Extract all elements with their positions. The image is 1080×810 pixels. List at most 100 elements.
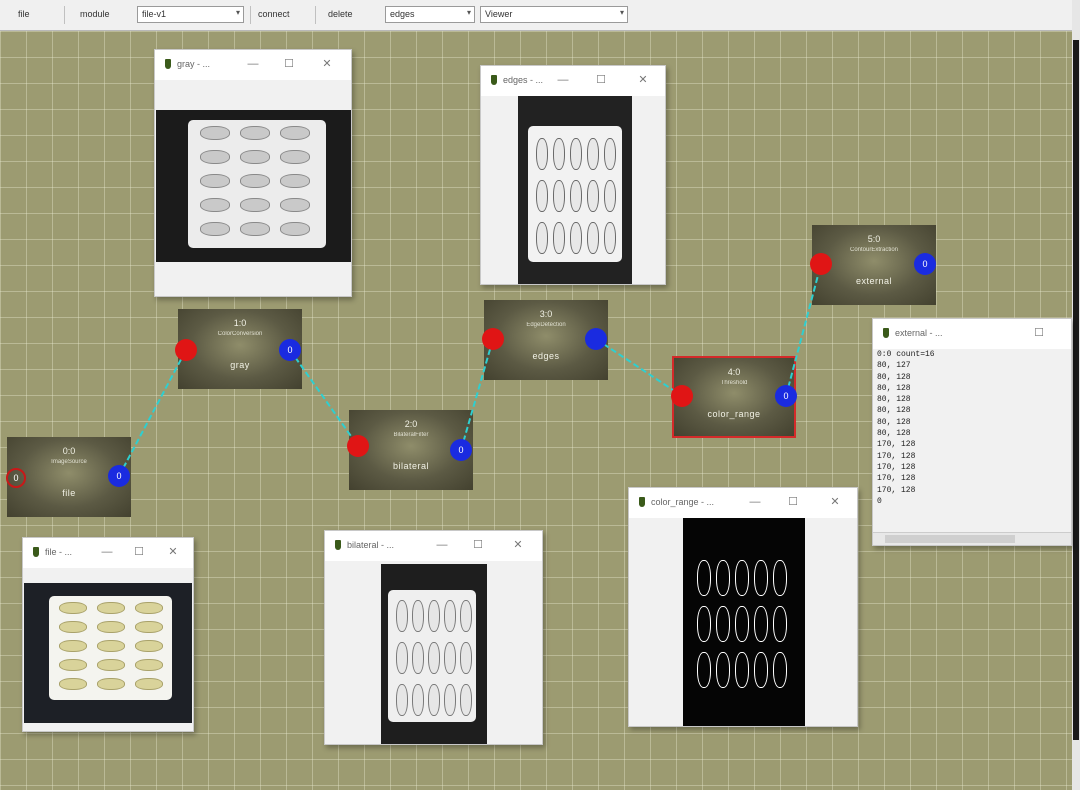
pill [396,600,408,632]
pill [135,602,163,614]
connect-button[interactable]: connect [258,9,290,19]
input-port[interactable] [482,328,504,350]
pill [200,126,230,140]
minimize-icon[interactable]: — [749,496,761,508]
window-titlebar[interactable]: color_range - ... — ☐ ✕ [629,488,857,518]
pill [553,222,565,254]
chevron-down-icon: ▾ [235,8,240,17]
node-name: edges [532,351,560,361]
delete-button[interactable]: delete [328,9,353,19]
image-window-color-range[interactable]: color_range - ... — ☐ ✕ [628,487,858,727]
pill [240,222,270,236]
console-line: 170, 128 [877,440,916,450]
image-window-file[interactable]: file - ... — ☐ ✕ [22,537,194,732]
pill [716,652,730,688]
output-port[interactable]: 0 [108,465,130,487]
pill [412,684,424,716]
window-titlebar[interactable]: external - ... ☐ [873,319,1071,349]
pill [97,640,125,652]
horizontal-scrollbar[interactable] [873,532,1071,545]
image-window-bilateral[interactable]: bilateral - ... — ☐ ✕ [324,530,543,745]
window-app-icon [883,328,889,338]
blister-pack [188,120,326,248]
window-title: edges - ... [503,75,544,85]
node-name: bilateral [392,461,430,471]
pill [200,150,230,164]
viewer-select-value: Viewer [485,9,513,19]
node-id: 0:0 [62,446,76,456]
maximize-icon[interactable]: ☐ [284,58,294,70]
input-port[interactable]: 0 [6,468,26,488]
pill [773,652,787,688]
maximize-icon[interactable]: ☐ [134,546,144,558]
output-port[interactable]: 0 [450,439,472,461]
minimize-icon[interactable]: — [247,58,259,70]
module-select[interactable]: file-v1 ▾ [137,6,244,23]
close-icon[interactable]: ✕ [513,539,523,551]
file-preview-image [24,583,192,723]
close-icon[interactable]: ✕ [638,74,648,86]
close-icon[interactable]: ✕ [322,58,332,70]
input-port[interactable] [810,253,832,275]
scrollbar-thumb[interactable] [885,535,1015,543]
pill [536,222,548,254]
node-type: ContourExtraction [849,247,899,253]
close-icon[interactable]: ✕ [830,496,840,508]
pill [697,652,711,688]
toolbar-separator [250,6,251,24]
window-titlebar[interactable]: bilateral - ... — ☐ ✕ [325,531,542,561]
output-port[interactable]: 0 [279,339,301,361]
window-app-icon [491,75,497,85]
module-menu[interactable]: module [80,9,110,19]
console-line: 80, 128 [877,395,911,405]
pill [716,560,730,596]
pill [444,642,456,674]
pill [587,222,599,254]
image-window-gray[interactable]: gray - ... — ☐ ✕ [154,49,352,297]
node-select[interactable]: edges ▾ [385,6,475,23]
maximize-icon[interactable]: ☐ [473,539,483,551]
node-type: ImageSource [51,459,87,465]
file-menu[interactable]: file [18,9,30,19]
pill [396,684,408,716]
pill [735,606,749,642]
pill [604,222,616,254]
maximize-icon[interactable]: ☐ [788,496,798,508]
input-port[interactable] [175,339,197,361]
pill [773,560,787,596]
console-line: 80, 128 [877,372,911,382]
scrollbar-thumb[interactable] [1073,40,1079,740]
pill [697,606,711,642]
window-title: bilateral - ... [347,540,395,550]
image-window-edges[interactable]: edges - ... — ☐ ✕ [480,65,666,285]
vertical-scrollbar[interactable] [1072,0,1080,790]
output-port[interactable] [585,328,607,350]
window-titlebar[interactable]: edges - ... — ☐ ✕ [481,66,665,96]
input-port[interactable] [671,385,693,407]
pill [428,600,440,632]
viewer-select[interactable]: Viewer ▾ [480,6,628,23]
window-titlebar[interactable]: file - ... — ☐ ✕ [23,538,193,568]
minimize-icon[interactable]: — [557,74,569,86]
edges-preview-image [518,96,632,284]
node-id: 1:0 [233,318,247,328]
toolbar-separator [64,6,65,24]
pill [587,138,599,170]
pill [200,198,230,212]
output-port[interactable]: 0 [914,253,936,275]
pill [412,600,424,632]
console-line: 170, 128 [877,462,916,472]
pill [280,150,310,164]
console-line: 80, 128 [877,429,911,439]
input-port[interactable] [347,435,369,457]
minimize-icon[interactable]: — [101,546,113,558]
pill [754,560,768,596]
maximize-icon[interactable]: ☐ [596,74,606,86]
maximize-icon[interactable]: ☐ [1034,327,1044,339]
output-port[interactable]: 0 [775,385,797,407]
pill [59,602,87,614]
minimize-icon[interactable]: — [436,539,448,551]
window-titlebar[interactable]: gray - ... — ☐ ✕ [155,50,351,80]
close-icon[interactable]: ✕ [168,546,178,558]
